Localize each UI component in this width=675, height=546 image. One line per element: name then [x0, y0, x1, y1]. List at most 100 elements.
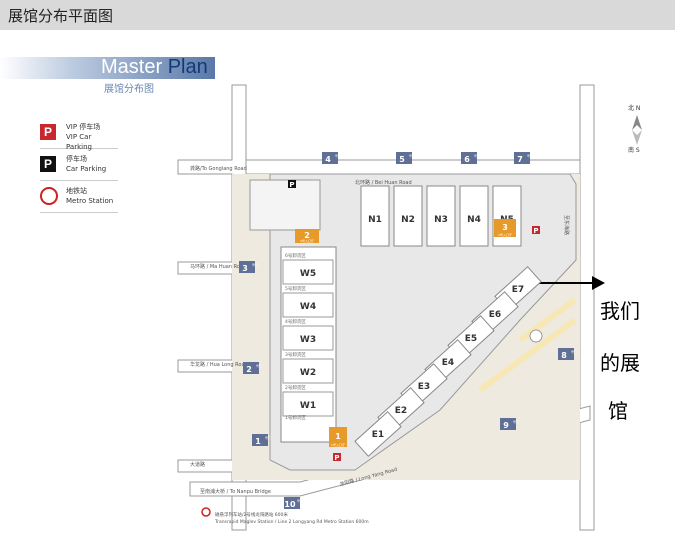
hall-label: E7 — [512, 285, 524, 295]
metro-note: 磁悬浮列车站/2号线龙阳路站 600米 — [215, 511, 288, 518]
gate-suffix: 号门 — [571, 349, 577, 354]
gate-suffix: 号门 — [409, 153, 415, 158]
gate-suffix: 号门 — [474, 153, 480, 158]
road-label-nanpu: 至南浦大桥 / To Nanpu Bridge — [200, 488, 271, 495]
gate-suffix: 号门 — [265, 435, 271, 440]
hall-label: W1 — [300, 401, 316, 411]
legend-label: 停车场 — [66, 155, 87, 163]
gate-3 — [239, 261, 255, 273]
legend: P VIP 停车场 VIP Car Parking P 停车场 Car Park… — [40, 120, 118, 216]
gate-7 — [514, 152, 530, 164]
gate-5 — [396, 152, 412, 164]
legend-label: VIP 停车场 — [66, 123, 101, 131]
hall-label: N2 — [401, 215, 415, 225]
road-label-gonglang: 龚路/To Gonglang Road — [190, 165, 247, 172]
parking-icon — [532, 226, 540, 234]
compass: 北 N 南 S — [628, 104, 642, 154]
hall-label: N1 — [368, 215, 382, 225]
gate-9 — [500, 418, 516, 430]
road-label-hualong: 华龙路 / Hua Long Road — [190, 361, 248, 368]
hall-w1 — [282, 391, 334, 417]
hall-label: W4 — [300, 302, 316, 312]
annotation-arrowhead — [592, 276, 605, 290]
entrance-number: 2 — [304, 231, 310, 240]
hall-label: E4 — [442, 358, 454, 368]
entrance-label: 1号入口厅 — [331, 442, 345, 447]
hall-n1 — [360, 185, 390, 247]
hall-label: W5 — [300, 269, 316, 279]
road-label-north: 北环路 / Bei Huan Road — [355, 179, 412, 186]
gate-1 — [252, 434, 268, 446]
annotation-line2: 的展 — [600, 351, 640, 375]
gate-6 — [461, 152, 477, 164]
gate-suffix: 号门 — [256, 363, 262, 368]
entrance-hall-2 — [295, 229, 319, 243]
hall-label: E1 — [372, 430, 384, 440]
road-label-mahuan: 马环路 / Ma Huan Road — [190, 263, 246, 270]
master-plan-subtitle: 展馆分布图 — [104, 84, 154, 95]
entrance-number: 3 — [502, 223, 508, 232]
parking-label: P — [289, 181, 294, 189]
gate-suffix: 号门 — [335, 153, 341, 158]
entrance-hall-3 — [494, 219, 516, 237]
parking-icon — [333, 453, 341, 461]
entrance-label: 2号入口厅 — [300, 238, 314, 243]
hall-w3 — [282, 325, 334, 351]
gate-number: 10 — [284, 500, 296, 509]
loading-label: 6号卸货区 — [285, 252, 306, 259]
loading-label: 5号卸货区 — [285, 285, 306, 292]
hall-label: W2 — [300, 368, 316, 378]
gate-10 — [284, 497, 300, 509]
hall-w5 — [282, 259, 334, 285]
gate-number: 3 — [242, 264, 248, 273]
gate-suffix: 号门 — [527, 153, 533, 158]
gate-number: 9 — [503, 421, 509, 430]
gate-number: 8 — [561, 351, 567, 360]
annotation-line3: 馆 — [608, 399, 628, 423]
gate-suffix: 号门 — [297, 498, 303, 503]
legend-label: Car Parking — [66, 165, 107, 173]
hall-label: E5 — [465, 334, 477, 344]
entrance-label: 3号入口厅 — [498, 232, 512, 237]
hall-n2 — [393, 185, 423, 247]
hall-e1 — [354, 411, 402, 457]
legend-car-parking: P 停车场 Car Parking — [40, 152, 118, 181]
header-bar: 展馆分布平面图 — [0, 0, 675, 30]
road-label-east: 至东海路 — [563, 215, 570, 235]
entrance-hall-1 — [329, 427, 347, 447]
gate-number: 5 — [399, 155, 405, 164]
hall-label: N3 — [434, 215, 448, 225]
metro-icon — [40, 187, 58, 205]
master-word: Master — [101, 56, 163, 78]
svg-text:北 N: 北 N — [628, 104, 640, 112]
page-title: 展馆分布平面图 — [8, 7, 114, 25]
gate-number: 6 — [464, 155, 470, 164]
gate-number: 2 — [246, 365, 252, 374]
annotation-line1: 我们 — [600, 299, 640, 323]
parking-icon — [288, 180, 296, 188]
hall-label: E2 — [395, 406, 407, 416]
hall-w4 — [282, 292, 334, 318]
legend-label: VIP Car Parking — [66, 133, 92, 151]
metro-note-en: Transrapid Maglev Station / Line 2 Longy… — [214, 519, 369, 525]
gate-number: 7 — [517, 155, 523, 164]
gate-8 — [558, 348, 574, 360]
road-label-dadao: 大道路 — [190, 461, 205, 468]
master-plan-title: Master Plan — [101, 56, 208, 79]
gate-suffix: 号门 — [252, 262, 258, 267]
plan-word: Plan — [167, 56, 208, 78]
gate-suffix: 号门 — [513, 419, 519, 424]
hall-label: N4 — [467, 215, 481, 225]
car-parking-icon: P — [40, 156, 56, 172]
hall-w2 — [282, 358, 334, 384]
parking-label: P — [334, 454, 339, 462]
hall-n4 — [459, 185, 489, 247]
hall-label: W3 — [300, 335, 316, 345]
loading-label: 1号卸货区 — [285, 414, 306, 421]
gate-4 — [322, 152, 338, 164]
hall-label: E6 — [489, 310, 501, 320]
hall-n3 — [426, 185, 456, 247]
vip-parking-icon: P — [40, 124, 56, 140]
legend-vip-parking: P VIP 停车场 VIP Car Parking — [40, 120, 118, 151]
legend-label: 地铁站 — [66, 187, 87, 195]
